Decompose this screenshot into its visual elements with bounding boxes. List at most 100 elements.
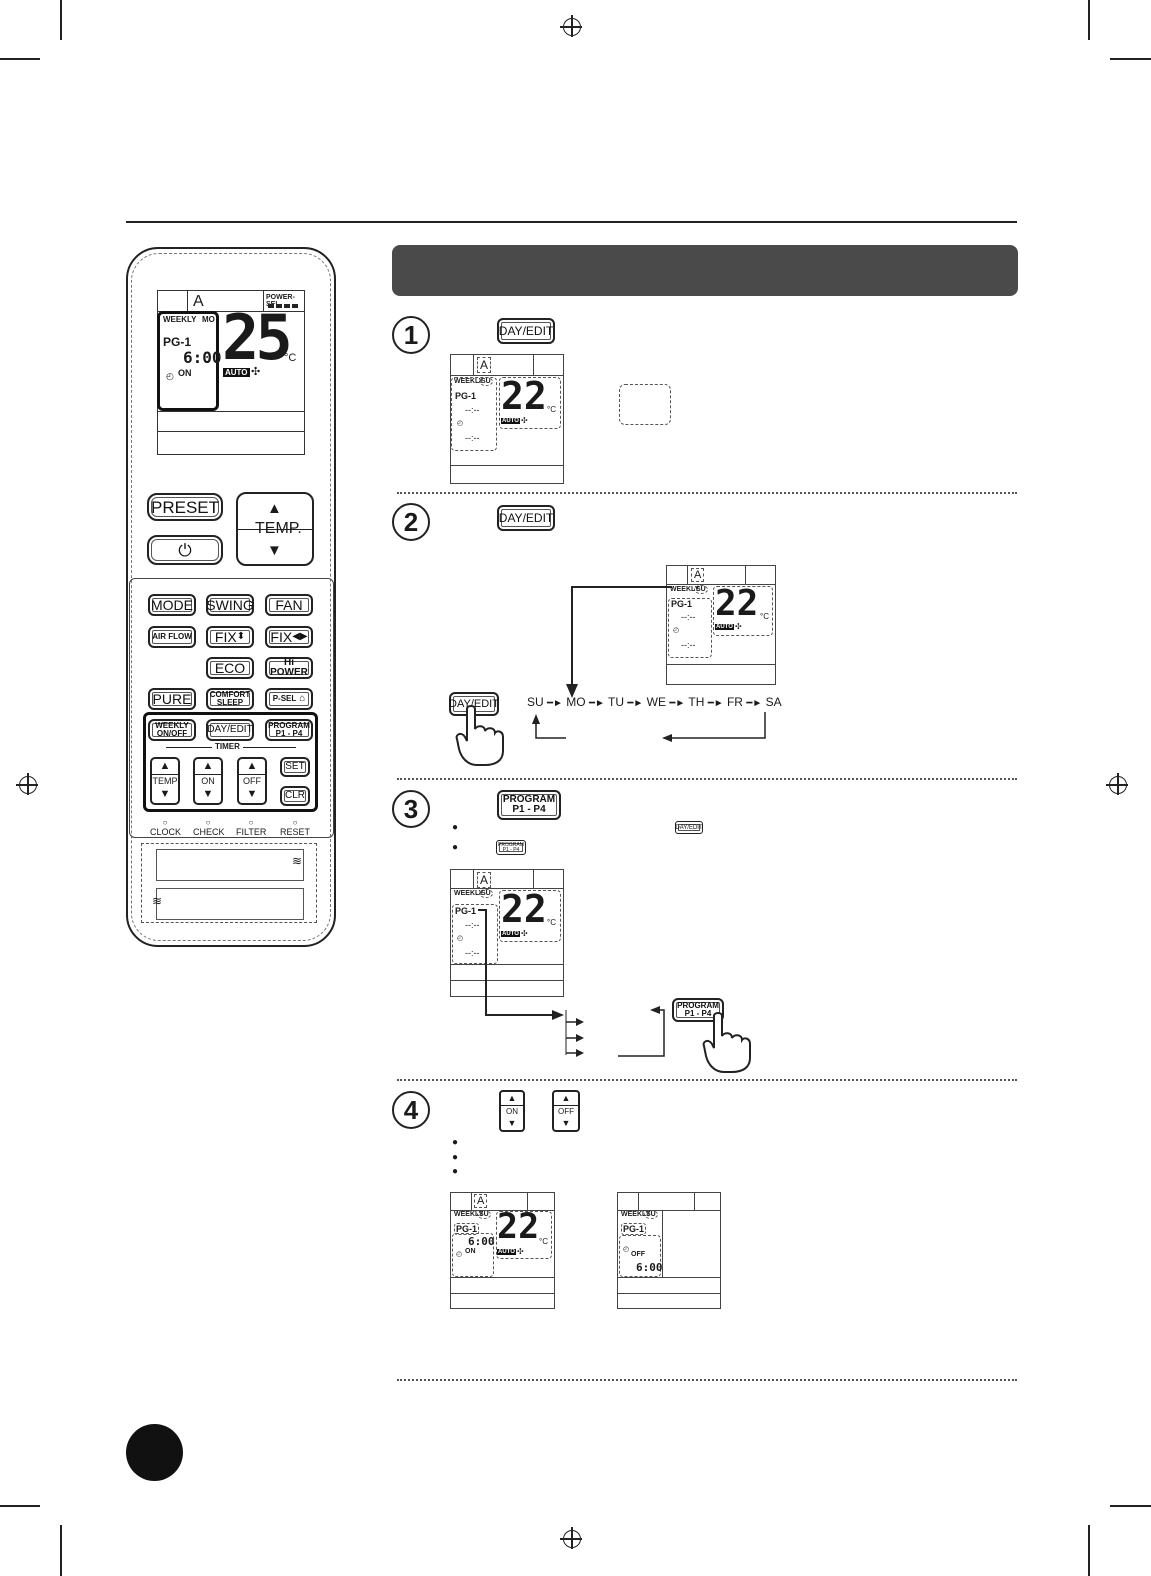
crop-mark — [1110, 58, 1151, 60]
lcd-weekly: WEEKLY — [454, 378, 484, 385]
section-title-bar — [392, 245, 1018, 296]
lcd-day: SU — [479, 889, 493, 898]
lcd-time-blank: --:-- — [465, 948, 480, 958]
registration-mark — [16, 773, 38, 795]
day-label: SU — [527, 695, 544, 709]
house-icon: ⌂ — [299, 693, 306, 704]
lcd-unit: °C — [547, 918, 556, 927]
reset-indicator: ○RESET — [280, 818, 311, 837]
updown-arrow-icon: ⬍ — [236, 631, 246, 642]
lcd-temperature: 22 — [715, 583, 759, 624]
fan-button[interactable]: FAN — [265, 594, 313, 616]
lcd-mode: A — [691, 568, 705, 582]
lcd-mode-letter: A — [193, 293, 204, 310]
arrow-right-icon: ━► — [547, 698, 563, 709]
lcd-time: 6:00 — [183, 348, 222, 367]
fix-leftright-button[interactable]: FIX◀▶ — [265, 626, 313, 648]
step-1-lcd: A WEEKLY SU PG-1 --:-- ◴ --:-- 22 °C AUT… — [450, 354, 564, 484]
step-3-number: 3 — [392, 790, 430, 828]
step-4-off-lcd: WEEKLY SU PG-1 ◴ OFF 6:00 — [617, 1192, 721, 1309]
bullet-icon: ● — [452, 822, 459, 833]
lcd-auto: AUTO — [497, 1249, 516, 1255]
lcd-auto: AUTO — [501, 931, 520, 937]
day-label: TU — [608, 695, 625, 709]
crop-mark — [1110, 1505, 1151, 1507]
timer-off-button[interactable]: ▲ OFF ▼ — [237, 757, 267, 805]
step-3-lcd: A WEEKLY SU PG-1 --:-- ◴ --:-- 22 °C AUT… — [450, 869, 564, 997]
timer-temp-button[interactable]: ▲ TEMP ▼ — [150, 757, 180, 805]
filter-indicator: ○FILTER — [236, 818, 267, 837]
air-flow-button[interactable]: AIR FLOW — [148, 626, 196, 648]
lcd-day: SU — [479, 377, 493, 386]
step-4-number: 4 — [392, 1091, 430, 1129]
header-rule — [126, 221, 1017, 223]
battery-compartment: ≋ ≋ — [141, 843, 317, 923]
timer-label: TIMER — [212, 742, 243, 751]
day-edit-button[interactable]: DAY/EDIT — [206, 719, 254, 741]
day-label: WE — [646, 695, 666, 709]
swing-button[interactable]: SWING — [206, 594, 254, 616]
step-2-day-edit-button[interactable]: DAY/EDIT — [497, 505, 555, 531]
day-sequence: SU ━► MO ━► TU ━► WE ━► TH ━► FR ━► SA — [527, 695, 782, 709]
lcd-mode: A — [474, 1194, 488, 1208]
step-2-lcd: A WEEKLY SU PG-1 --:-- ◴ --:-- 22 °C AUT… — [666, 565, 776, 685]
remote-body — [126, 247, 336, 947]
crop-mark — [60, 0, 62, 40]
step-1-number: 1 — [392, 316, 430, 354]
registration-mark — [560, 15, 582, 37]
day-label: TH — [688, 695, 705, 709]
lcd-mode: A — [477, 872, 492, 888]
pure-button[interactable]: PURE — [148, 688, 196, 710]
preset-button[interactable]: PRESET — [147, 493, 223, 521]
lcd-unit: °C — [760, 612, 769, 621]
temp-rocker[interactable]: ▲ TEMP. ▼ — [236, 492, 314, 566]
lcd-mode: A — [477, 357, 492, 373]
power-button[interactable]: ⏻ — [147, 535, 223, 565]
lcd-temperature: 22 — [501, 374, 547, 418]
clock-icon: ◴ — [673, 627, 680, 634]
registration-mark — [560, 1527, 582, 1549]
pointing-hand-icon — [702, 1012, 751, 1073]
battery-spring-icon: ≋ — [292, 854, 303, 868]
set-button[interactable]: SET — [280, 757, 310, 777]
mode-button[interactable]: MODE — [148, 594, 196, 616]
lcd-day: SU — [477, 1210, 491, 1219]
inline-day-edit-button[interactable]: DAY/EDIT — [675, 821, 703, 834]
step-4-on-button[interactable]: ▲ ON ▼ — [499, 1090, 525, 1132]
blink-legend-box — [619, 384, 671, 425]
arrow-right-icon: ━► — [746, 698, 763, 709]
step-1-day-edit-button[interactable]: DAY/EDIT — [497, 318, 555, 344]
arrow-right-icon: ━► — [669, 698, 686, 709]
crop-mark — [1088, 1525, 1090, 1576]
fan-icon: ✣ — [251, 366, 261, 378]
lcd-on-label: ON — [178, 368, 192, 378]
crop-mark — [0, 58, 40, 60]
p-sel-button[interactable]: P-SEL⌂ — [265, 688, 313, 710]
step-2-number: 2 — [392, 503, 430, 541]
lcd-weekly: WEEKLY — [454, 1211, 484, 1218]
timer-on-button[interactable]: ▲ ON ▼ — [193, 757, 223, 805]
lcd-time: 6:00 — [468, 1235, 495, 1248]
power-sel-bars — [268, 304, 300, 308]
remote-flap — [129, 578, 334, 838]
lcd-time-blank: --:-- — [681, 640, 696, 650]
lcd-weekly: WEEKLY — [454, 890, 484, 897]
lcd-time-blank: --:-- — [465, 405, 480, 415]
lcd-on: ON — [465, 1248, 476, 1255]
step-4-off-button[interactable]: ▲ OFF ▼ — [552, 1090, 580, 1132]
clock-icon: ◴ — [457, 420, 464, 427]
clock-icon: ◴ — [457, 935, 464, 942]
lcd-program: PG-1 — [455, 906, 477, 916]
fix-updown-button[interactable]: FIX⬍ — [206, 626, 254, 648]
lcd-program: PG-1 — [621, 1223, 647, 1235]
lcd-weekly-label: WEEKLY — [163, 315, 197, 324]
hi-power-button[interactable]: Hi POWER — [265, 657, 313, 679]
eco-button[interactable]: ECO — [206, 657, 254, 679]
step-divider — [397, 1079, 1017, 1081]
clr-button[interactable]: CLR — [280, 786, 310, 806]
